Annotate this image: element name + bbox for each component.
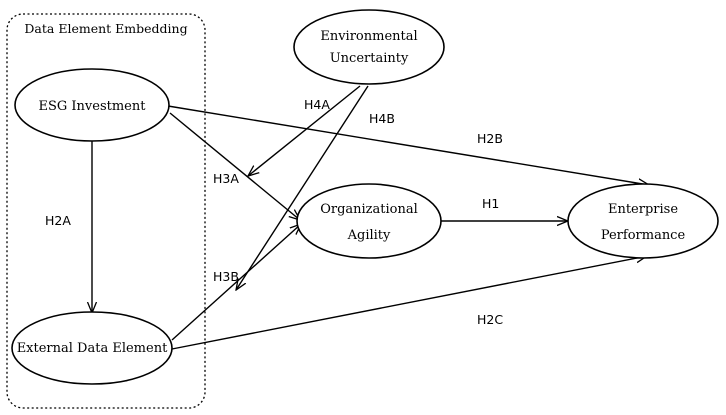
node-organizational-agility: Organizational Agility <box>296 183 442 259</box>
edge-h2c <box>171 256 647 350</box>
node-enterprise-performance: Enterprise Performance <box>567 183 719 259</box>
environmental-uncertainty-label-line2: Uncertainty <box>330 51 409 66</box>
edge-h4b <box>236 85 369 290</box>
edge-h3a <box>169 112 300 220</box>
external-data-element-label: External Data Element <box>17 341 168 356</box>
label-h4a: H4A <box>304 97 330 112</box>
label-h2a: H2A <box>45 213 71 228</box>
label-h1: H1 <box>482 196 499 211</box>
organizational-agility-label-line2: Agility <box>347 228 391 243</box>
edge-h2b <box>167 105 649 185</box>
edge-h4a <box>248 85 361 176</box>
label-h2c: H2C <box>477 312 503 327</box>
enterprise-performance-label-line2: Performance <box>601 228 686 243</box>
label-h4b: H4B <box>369 111 395 126</box>
label-h2b: H2B <box>477 131 503 146</box>
node-external-data-element: External Data Element <box>11 311 173 385</box>
data-element-embedding-group <box>6 13 206 409</box>
enterprise-performance-label-line1: Enterprise <box>608 202 678 217</box>
node-environmental-uncertainty: Environmental Uncertainty <box>293 9 445 85</box>
environmental-uncertainty-label-line1: Environmental <box>320 29 417 44</box>
group-label: Data Element Embedding <box>24 21 187 36</box>
esg-investment-label: ESG Investment <box>39 99 147 114</box>
label-h3a: H3A <box>213 171 239 186</box>
label-h3b: H3B <box>213 269 239 284</box>
organizational-agility-label-line1: Organizational <box>320 202 418 217</box>
node-esg-investment: ESG Investment <box>14 68 170 142</box>
